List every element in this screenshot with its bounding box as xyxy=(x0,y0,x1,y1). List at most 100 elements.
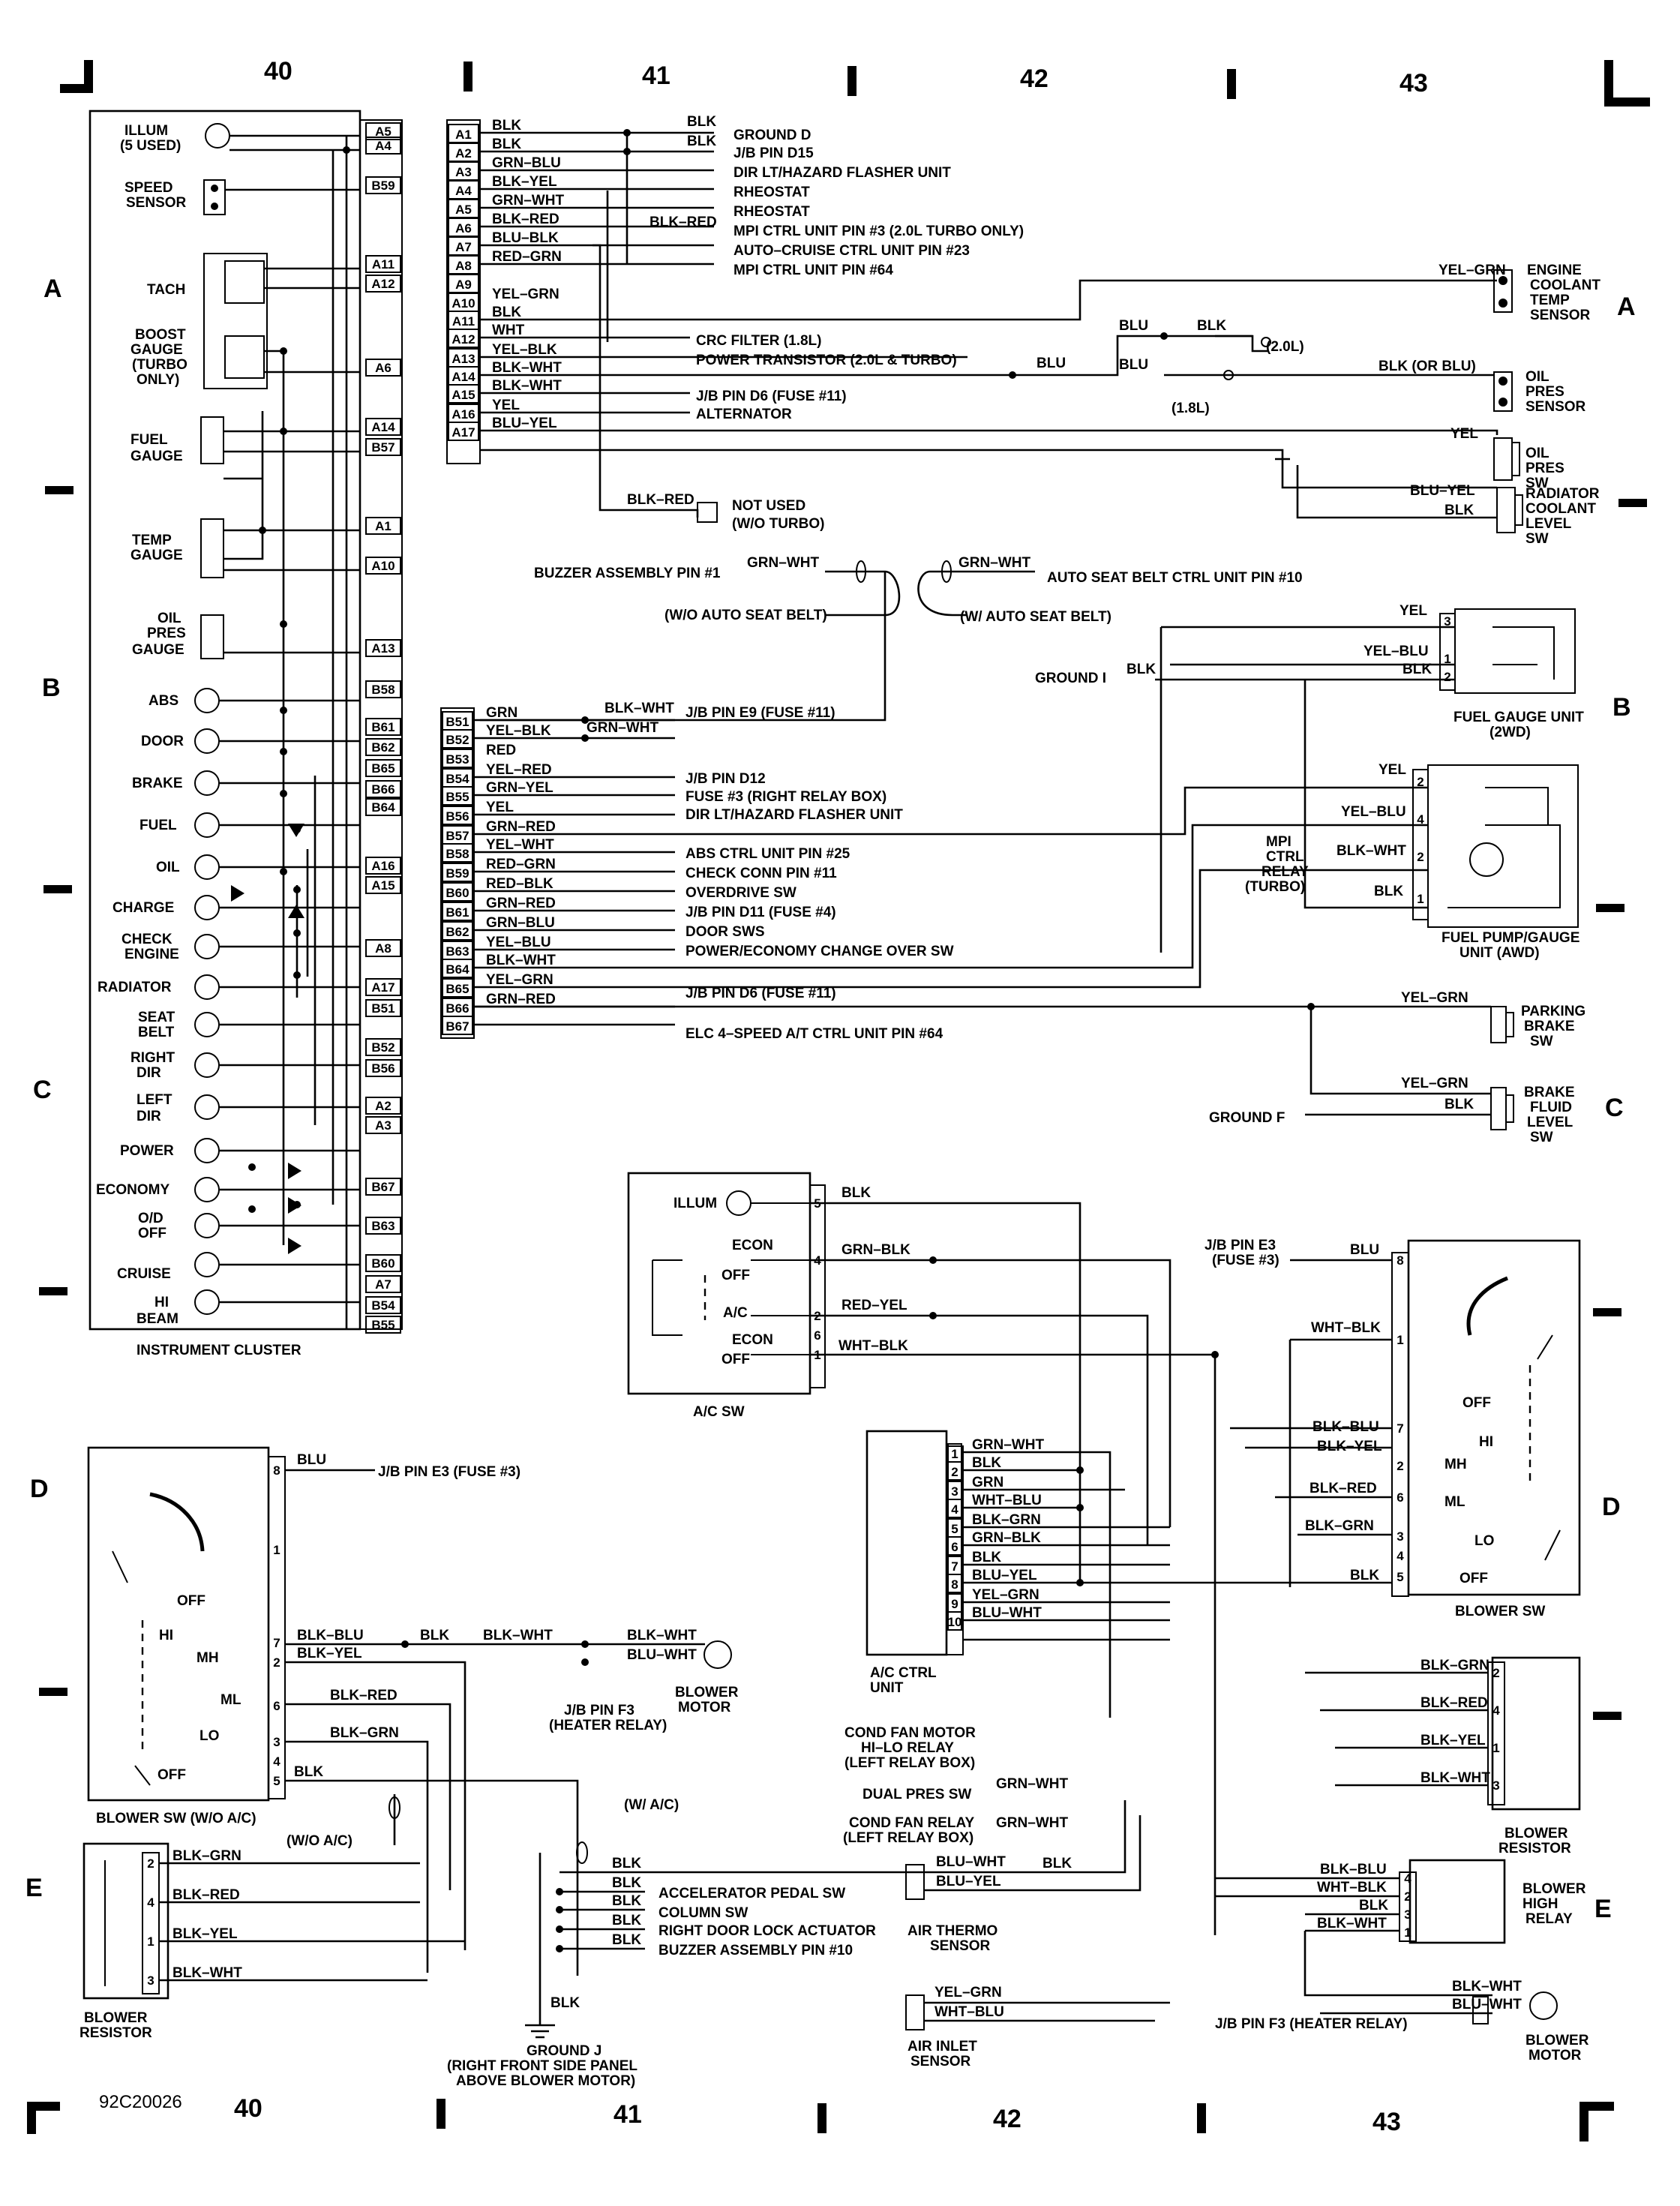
blower-motor-left-title-1: MOTOR xyxy=(678,1700,731,1715)
cluster-pin-31-box xyxy=(365,1316,401,1334)
ac-ctrl-pin-3: 4 xyxy=(951,1502,958,1517)
resistor-right-wire-3: BLK–WHT xyxy=(1420,1770,1490,1786)
b-mid-wire-0: BLK–WHT xyxy=(604,701,674,716)
a-dest-11: ALTERNATOR xyxy=(696,407,792,422)
a-pin-14: A15 xyxy=(452,388,475,402)
blower-sw-right-wire-0: BLU xyxy=(1350,1242,1379,1258)
ac-ctrl-pin-3-box xyxy=(947,1499,962,1518)
grid-row-a: A xyxy=(44,275,62,303)
cond-fan-relay2-0: COND FAN RELAY xyxy=(849,1815,974,1831)
b-wire-0: GRN xyxy=(486,705,518,721)
air-thermo-wire-0: BLU–WHT xyxy=(936,1854,1006,1870)
b-pin-4-box xyxy=(442,786,473,806)
blower-sw-right-title: BLOWER SW xyxy=(1455,1604,1545,1619)
ground-j-wire-2: BLK xyxy=(612,1893,641,1909)
cluster-pin-30-box xyxy=(365,1296,401,1314)
a-dest-9: POWER TRANSISTOR (2.0L & TURBO) xyxy=(696,353,957,368)
air-thermo-wire-1: BLU–YEL xyxy=(936,1874,1001,1889)
cluster-pin-7-box xyxy=(365,438,401,456)
lamp-icon-7 xyxy=(194,974,220,1000)
grid-row-c-right: C xyxy=(1605,1094,1624,1122)
dual-pres-sw: DUAL PRES SW xyxy=(862,1787,971,1802)
a-dest-7: MPI CTRL UNIT PIN #64 xyxy=(734,263,893,278)
cluster-pin-17-box xyxy=(365,857,401,875)
fuel-pin-5: 2 xyxy=(1417,850,1424,864)
a-wire-4: GRN–WHT xyxy=(492,193,564,209)
cluster-item-27: RIGHT xyxy=(130,1050,176,1066)
cluster-pin-29: A7 xyxy=(375,1277,392,1292)
grid-col-43-bottom: 43 xyxy=(1372,2108,1401,2136)
right-a-item-1: COOLANT xyxy=(1530,278,1600,293)
buzzer-left-label: BUZZER ASSEMBLY PIN #1 xyxy=(534,566,721,581)
buzzer-right-label: AUTO SEAT BELT CTRL UNIT PIN #10 xyxy=(1047,570,1303,586)
air-thermo-sensor-0: AIR THERMO xyxy=(908,1923,998,1939)
a-note-2: NOT USED xyxy=(732,498,806,514)
ground-j-dest-3: BUZZER ASSEMBLY PIN #10 xyxy=(658,1943,853,1958)
air-inlet-wire-0: YEL–GRN xyxy=(934,1985,1002,2000)
cluster-pin-18-box xyxy=(365,876,401,894)
lamp-icon-12 xyxy=(194,1177,220,1202)
connector-a xyxy=(446,119,481,464)
lamp-icon-1 xyxy=(194,728,220,754)
blower-motor-left-wire-1: BLU–WHT xyxy=(627,1647,697,1663)
grid-col-41-bottom: 41 xyxy=(614,2100,642,2129)
lamp-icon-3 xyxy=(194,812,220,838)
ground-f-label: GROUND F xyxy=(1209,1110,1285,1126)
b-pin-6: B57 xyxy=(446,829,469,843)
ac-ctrl-pin-8: 9 xyxy=(951,1597,958,1611)
fuel-wire-5: YEL–BLU xyxy=(1341,804,1406,820)
cond-fan-relay-1: HI–LO RELAY xyxy=(861,1740,954,1756)
fuel-wire-7: BLK xyxy=(1374,884,1403,899)
a-wire-10: BLK xyxy=(492,305,521,320)
b-pin-12: B63 xyxy=(446,944,469,959)
grid-col-41: 41 xyxy=(642,62,670,90)
blower-resistor-left xyxy=(82,1794,924,2039)
blower-motor-right-wire-0: BLK–WHT xyxy=(1452,1979,1522,1994)
cluster-pin-1: A4 xyxy=(375,139,392,153)
a-pin-16-box xyxy=(448,422,479,441)
cluster-item-1: (5 USED) xyxy=(120,138,181,154)
right-a-item-6: SENSOR xyxy=(1526,399,1586,415)
ground-j-dest-0: ACCELERATOR PEDAL SW xyxy=(658,1886,845,1901)
resistor-left-pin-1: 4 xyxy=(147,1895,154,1910)
blower-high-relay-0: BLOWER xyxy=(1522,1881,1586,1897)
blower-sw-right-pin-2: 7 xyxy=(1396,1421,1403,1436)
cond-fan-relay-0: COND FAN MOTOR xyxy=(844,1725,976,1741)
b-pin-13-box xyxy=(442,959,473,978)
cluster-item-15: GAUGE xyxy=(132,642,184,658)
cluster-item-14: PRES xyxy=(147,626,186,641)
blower-resistor-right-title-0: BLOWER xyxy=(1504,1826,1568,1841)
a-wire-9: YEL–GRN xyxy=(492,287,560,302)
hi-relay-pin-3: 1 xyxy=(1404,1925,1411,1940)
b-dest-3: DIR LT/HAZARD FLASHER UNIT xyxy=(686,807,903,823)
ac-ctrl-unit-labels: A/C CTRLUNIT12345678910GRN–WHTBLKGRNWHT–… xyxy=(843,1437,1072,1871)
cluster-pin-8-box xyxy=(365,517,401,535)
a-wire-6: BLU–BLK xyxy=(492,230,559,246)
resistor-right-wire-0: BLK–GRN xyxy=(1420,1658,1490,1673)
resistor-left-wire-0: BLK–GRN xyxy=(172,1848,242,1864)
hi-relay-pin-2: 3 xyxy=(1404,1907,1411,1922)
cluster-item-28: DIR xyxy=(136,1065,161,1081)
a-wire-5: BLK–RED xyxy=(492,212,560,227)
blower-switch-left-labels: BLOWER SW (W/O A/C)81726345BLUBLK–BLUBLK… xyxy=(96,1452,739,1826)
brake-wire-1: YEL–GRN xyxy=(1401,1076,1468,1091)
fuel-wire-1: YEL xyxy=(1400,603,1427,619)
cluster-pin-21: B51 xyxy=(371,1001,394,1016)
a-pin-8: A9 xyxy=(455,278,472,292)
cluster-item-8: ONLY) xyxy=(136,372,179,388)
ground-i-label: GROUND I xyxy=(1035,671,1106,686)
cluster-pin-25-box xyxy=(365,1116,401,1134)
lamp-icon-15 xyxy=(194,1289,220,1315)
cluster-item-34: OFF xyxy=(138,1226,166,1241)
blower-sw-right-label-4: LO xyxy=(1474,1533,1494,1549)
cluster-item-9: FUEL xyxy=(130,432,168,448)
blower-resistor-left-title-0: BLOWER xyxy=(84,2010,148,2026)
blower-sw-left-pin-5: 3 xyxy=(273,1735,280,1749)
parking-brake-1: BRAKE xyxy=(1524,1019,1575,1034)
resistor-left-wire-1: BLK–RED xyxy=(172,1887,240,1903)
right-a-item-10: RADIATOR xyxy=(1526,486,1600,502)
ground-j-wire-1: BLK xyxy=(612,1875,641,1891)
fuel-wire-2: YEL–BLU xyxy=(1364,644,1429,659)
cluster-item-26: BELT xyxy=(138,1025,175,1040)
